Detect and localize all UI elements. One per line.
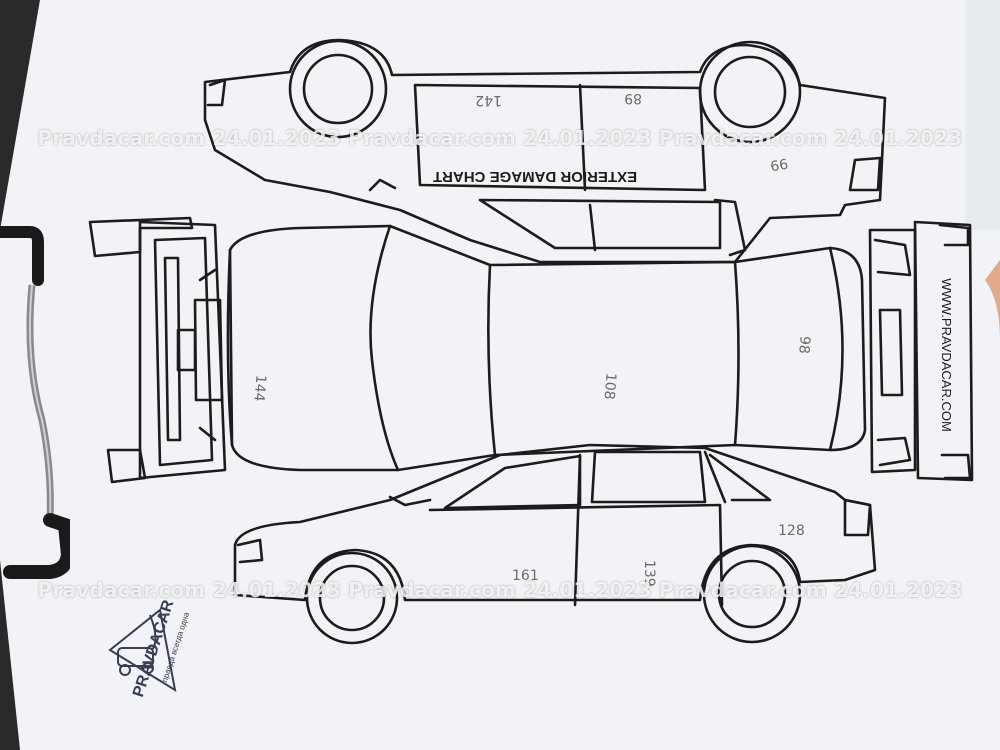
reading-right-rear-door: 161 — [512, 568, 539, 584]
left-side-view — [203, 38, 887, 264]
pravdacar-stamp — [108, 608, 177, 693]
reading-left-rear-quarter: 99 — [769, 154, 789, 173]
reading-roof-top: 142 — [475, 92, 502, 108]
rear-view — [868, 220, 974, 482]
front-view — [88, 216, 227, 484]
reading-left-rear-door: 89 — [624, 90, 642, 106]
top-view — [226, 224, 867, 472]
chart-title: EXTERIOR DAMAGE CHART — [433, 168, 637, 185]
watermark-top: Pravdacar.com 24.01.2023 Pravdacar.com 2… — [37, 126, 963, 150]
reading-right-quarter: 128 — [778, 523, 805, 539]
watermark-bottom: Pravdacar.com 24.01.2023 Pravdacar.com 2… — [37, 578, 963, 602]
website-label: WWW.PRAVDACAR.COM — [939, 278, 954, 432]
reading-trunk-lid: 98 — [795, 335, 812, 354]
reading-roof-center: 108 — [600, 372, 618, 400]
reading-right-front-door: 139 — [641, 560, 657, 587]
clipboard-clip — [0, 226, 70, 579]
right-side-view — [233, 443, 877, 645]
reading-rear-hood-left: 144 — [250, 374, 268, 402]
